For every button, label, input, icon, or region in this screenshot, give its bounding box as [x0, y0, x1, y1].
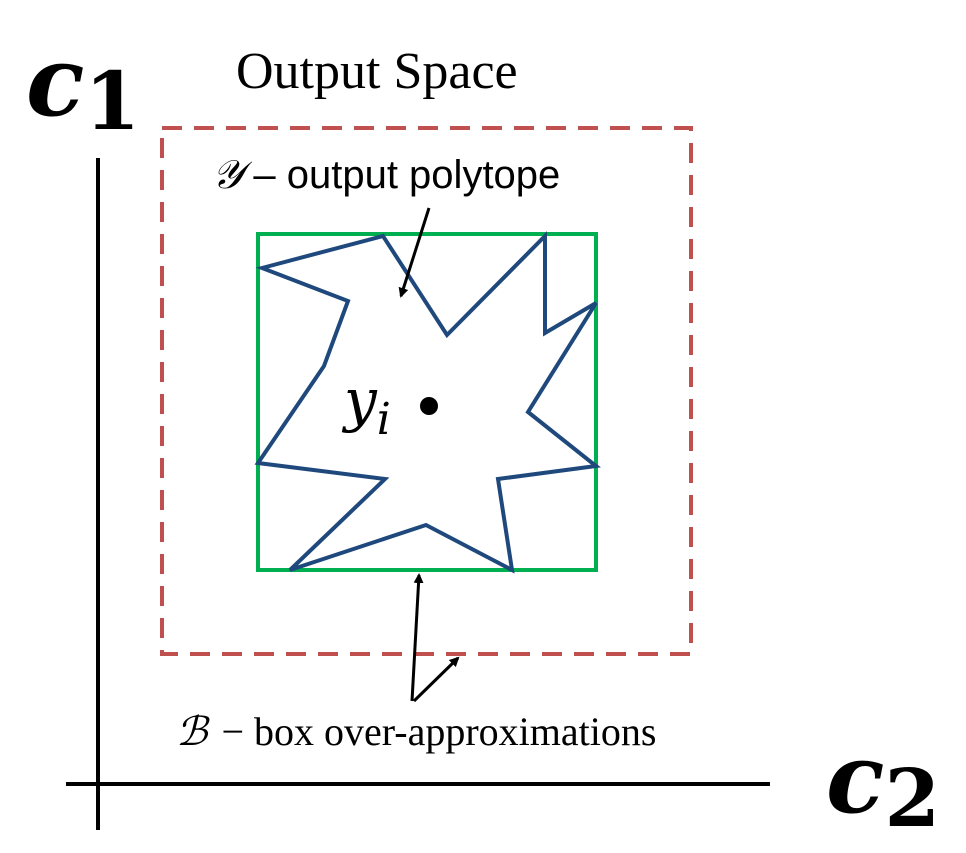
box-label: ℬ− box over-approximations: [176, 709, 656, 755]
c2-axis-label: c2: [826, 722, 940, 845]
outer-box-over-approximation: [160, 126, 693, 656]
box-symbol: ℬ: [176, 709, 210, 755]
c1-axis-label: c1: [26, 25, 140, 148]
diagram-title: Output Space: [236, 43, 518, 100]
polytope-label: 𝒴– output polytope: [212, 152, 560, 198]
box-label-arrow-to-outer-box: [412, 656, 460, 703]
point-label: yi: [341, 366, 391, 445]
box-label-arrow-to-tight-box: [410, 573, 424, 702]
tight-box-over-approximation: [256, 232, 598, 572]
polytope-symbol: 𝒴: [212, 152, 253, 198]
polytope-label-arrow: [398, 207, 431, 298]
point-yi-marker: [420, 397, 438, 415]
output-polytope: [254, 231, 601, 574]
